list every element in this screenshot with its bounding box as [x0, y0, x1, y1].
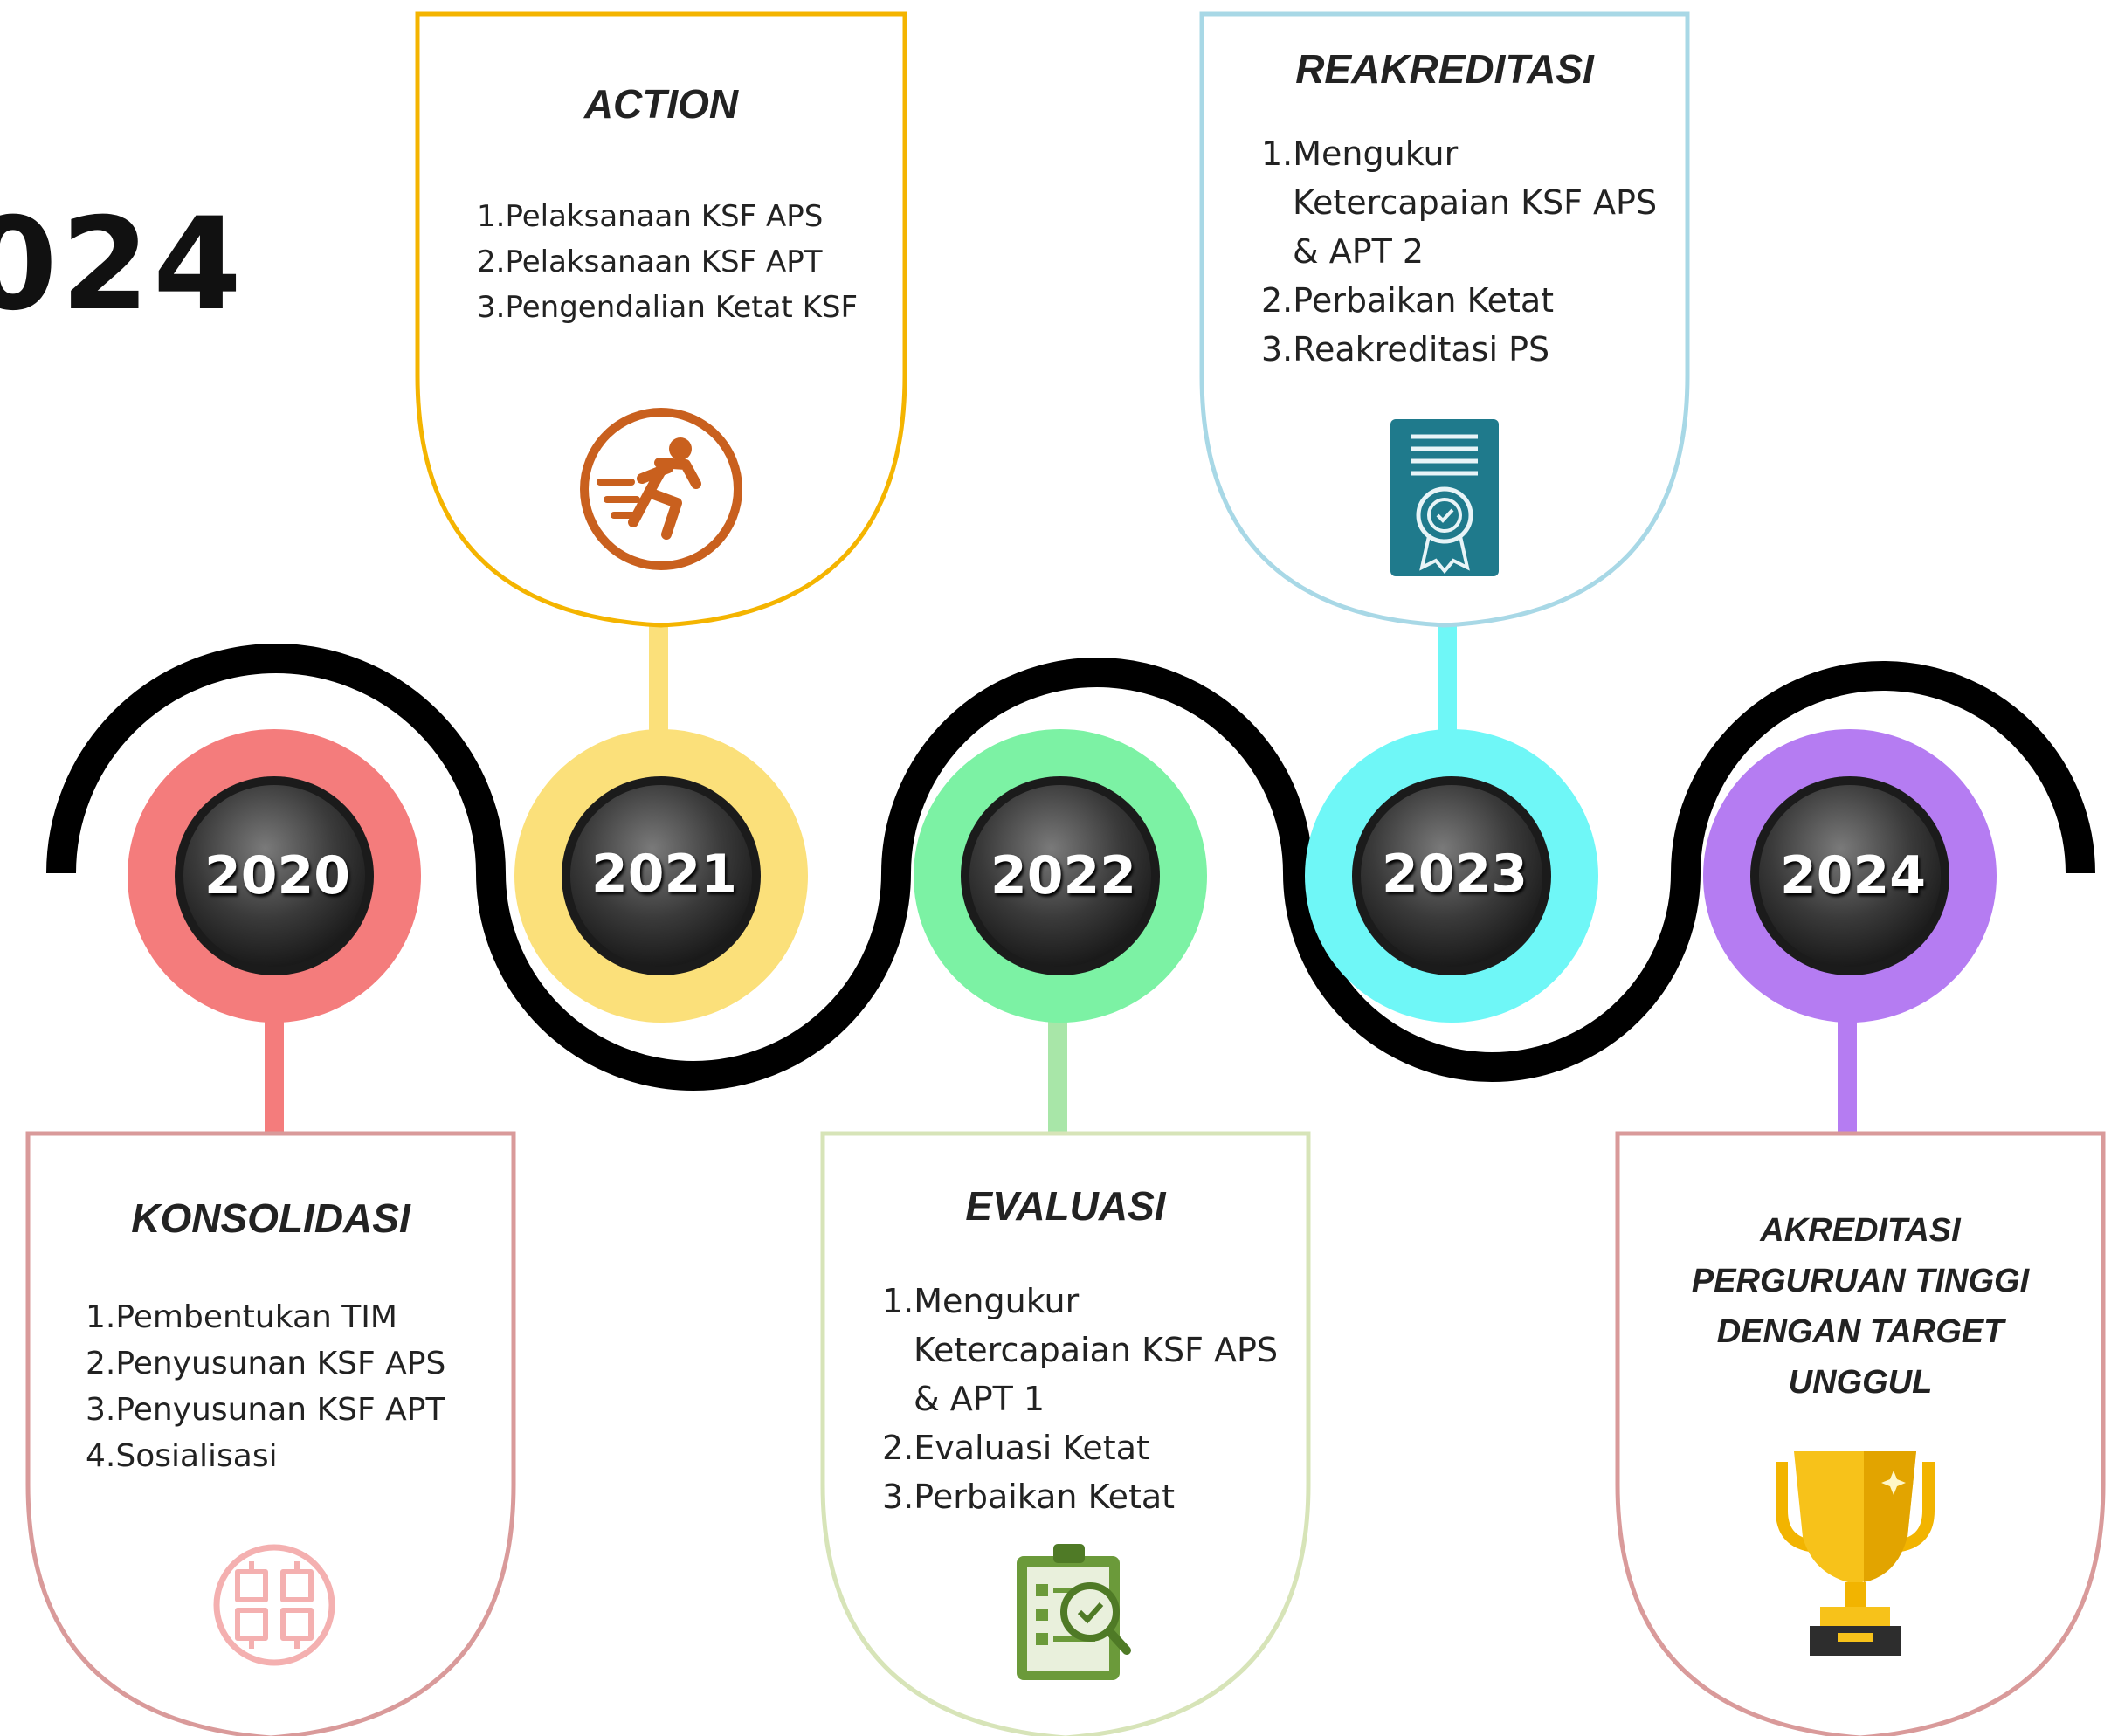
clipboard-inspection-icon — [1017, 1544, 1131, 1680]
card-list-konsolidasi: 1.Pembentukan TIM 2.Penyusunan KSF APS 3… — [86, 1294, 445, 1479]
connector-2024 — [1838, 1004, 1857, 1135]
final-title-line: AKREDITASI — [1760, 1212, 1961, 1249]
running-man-icon — [580, 408, 742, 570]
year-label-2020: 2020 — [204, 845, 350, 906]
page-title-partial: 024 — [0, 190, 245, 339]
year-node-2021 — [514, 729, 808, 1023]
final-title-line: DENGAN TARGET — [1716, 1313, 2004, 1350]
card-title-evaluasi: EVALUASI — [965, 1183, 1166, 1229]
list-item: 2.Penyusunan KSF APS — [86, 1346, 446, 1381]
timeline-track — [46, 644, 2095, 1091]
year-node-2022 — [914, 729, 1207, 1023]
list-item: Ketercapaian KSF APS — [914, 1331, 1279, 1369]
list-item: & APT 2 — [1293, 232, 1425, 271]
list-item: 3.Reakreditasi PS — [1261, 330, 1550, 369]
card-2024 — [1615, 1131, 2106, 1736]
connector-2021 — [649, 611, 668, 742]
card-2022 — [820, 1131, 1311, 1736]
year-label-2024: 2024 — [1780, 845, 1926, 906]
card-list-action: 1.Pelaksanaan KSF APS 2.Pelaksanaan KSF … — [477, 194, 858, 330]
year-label-2022: 2022 — [990, 845, 1136, 906]
list-item: Ketercapaian KSF APS — [1293, 183, 1658, 222]
certificate-icon — [1390, 419, 1499, 576]
card-title-reakreditasi: REAKREDITASI — [1295, 46, 1594, 92]
trophy-icon — [1776, 1451, 1935, 1656]
list-item: 1.Mengukur — [1261, 134, 1459, 173]
collaboration-icon — [213, 1544, 335, 1666]
list-item: 4.Sosialisasi — [86, 1438, 278, 1474]
list-item: 2.Pelaksanaan KSF APT — [477, 245, 823, 279]
card-2020 — [25, 1131, 516, 1736]
card-title-akreditasi: AKREDITASI PERGURUAN TINGGI DENGAN TARGE… — [1633, 1205, 2087, 1408]
final-title-line: PERGURUAN TINGGI — [1691, 1263, 2030, 1299]
list-item: 1.Pelaksanaan KSF APS — [477, 199, 824, 234]
card-list-reakreditasi: 1.Mengukur Ketercapaian KSF APS & APT 2 … — [1261, 129, 1657, 374]
list-item: & APT 1 — [914, 1380, 1045, 1418]
list-item: 2.Perbaikan Ketat — [1261, 281, 1555, 320]
card-list-evaluasi: 1.Mengukur Ketercapaian KSF APS & APT 1 … — [882, 1277, 1278, 1521]
year-node-2023 — [1305, 729, 1598, 1023]
list-item: 3.Perbaikan Ketat — [882, 1478, 1176, 1516]
year-label-2023: 2023 — [1382, 844, 1528, 905]
list-item: 1.Pembentukan TIM — [86, 1299, 397, 1335]
connector-2020 — [265, 1004, 284, 1135]
year-label-2021: 2021 — [591, 844, 737, 905]
list-item: 2.Evaluasi Ketat — [882, 1429, 1149, 1467]
connector-2023 — [1438, 611, 1457, 742]
list-item: 3.Penyusunan KSF APT — [86, 1392, 445, 1428]
year-node-2024 — [1703, 729, 1997, 1023]
list-item: 1.Mengukur — [882, 1282, 1080, 1320]
card-2021 — [415, 11, 907, 628]
list-item: 3.Pengendalian Ketat KSF — [477, 290, 859, 325]
year-node-2020 — [128, 729, 421, 1023]
connector-2022 — [1048, 1004, 1067, 1135]
card-2023 — [1199, 11, 1690, 628]
card-title-konsolidasi: KONSOLIDASI — [131, 1195, 410, 1241]
final-title-line: UNGGUL — [1788, 1364, 1933, 1401]
card-title-action: ACTION — [583, 81, 739, 127]
